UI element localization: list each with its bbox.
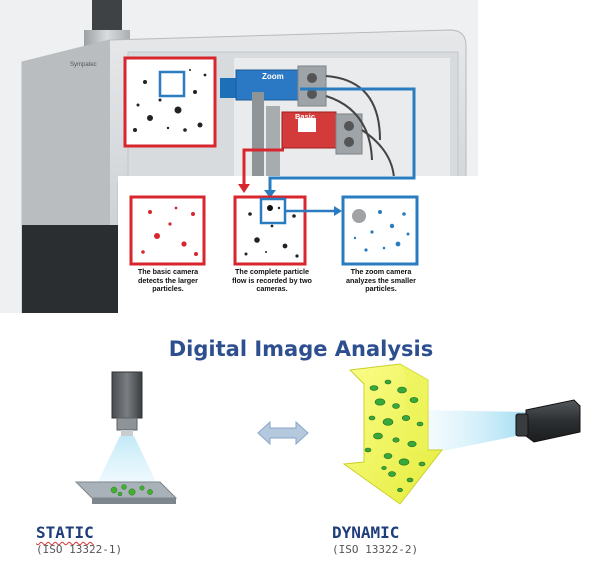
zoom-result-box xyxy=(341,195,419,266)
zoom-camera-label: Zoom xyxy=(262,72,284,81)
brand-logo: Sympatec xyxy=(70,62,97,68)
static-standard: (ISO 13322-1) xyxy=(36,543,123,556)
basic-camera-label: Basic xyxy=(295,112,315,121)
page-title: Digital Image Analysis xyxy=(168,337,434,361)
basic-result-box xyxy=(129,195,206,266)
camera-icon xyxy=(111,371,143,436)
down-arrow-icon xyxy=(342,363,444,505)
dynamic-standard: (ISO 13322-2) xyxy=(332,543,419,556)
complete-caption: The complete particle flow is recorded b… xyxy=(232,267,312,293)
camera-icon xyxy=(515,399,581,443)
zoom-caption: The zoom camera analyzes the smaller par… xyxy=(346,267,416,293)
dynamic-label: DYNAMIC xyxy=(332,523,400,542)
machine-illustration: Sympatec Zoom Basic xyxy=(0,0,478,313)
static-illustration xyxy=(70,368,180,516)
double-arrow-icon xyxy=(256,420,310,446)
basic-caption: The basic camera detects the larger part… xyxy=(137,267,199,293)
complete-flow-box xyxy=(233,195,307,266)
dynamic-illustration xyxy=(330,360,592,512)
static-label: STATIC xyxy=(36,523,94,542)
